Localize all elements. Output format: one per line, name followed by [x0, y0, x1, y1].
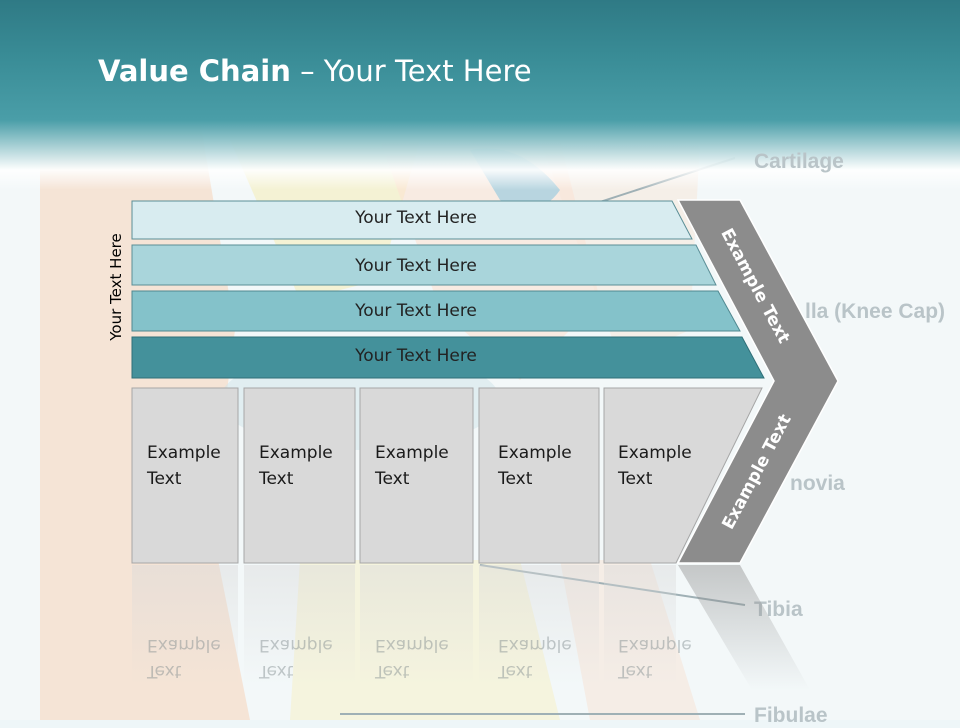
card-1-line1: Example [147, 443, 221, 463]
card-5-reflection [604, 565, 676, 685]
title-bold: Value Chain [98, 54, 291, 88]
bg-label-knee-cap: lla (Knee Cap) [805, 300, 946, 323]
card-5-reflection-text: Text Example [618, 632, 692, 684]
card-5-refl-line2: Text [618, 661, 653, 681]
card-3-line1: Example [375, 443, 449, 463]
bg-label-cartilage: Cartilage [754, 150, 844, 173]
card-5-line2: Text [618, 469, 653, 489]
card-1-reflection-text: Text Example [147, 632, 221, 684]
bar-4-text: Your Text Here [355, 346, 477, 366]
card-2-refl-line1: Example [259, 635, 333, 655]
card-3-line2: Text [375, 469, 410, 489]
card-4-refl-line2: Text [498, 661, 533, 681]
card-2-reflection [244, 565, 355, 685]
bar-1 [131, 200, 693, 240]
card-5 [603, 387, 763, 564]
card-3-reflection-text: Text Example [375, 632, 449, 684]
card-5-line1: Example [618, 443, 692, 463]
card-2-reflection-text: Text Example [259, 632, 333, 684]
card-4-line1: Example [498, 443, 572, 463]
chevron-shape [676, 199, 839, 564]
card-1-refl-line1: Example [147, 635, 221, 655]
card-2-line1: Example [259, 443, 333, 463]
card-5-refl-line1: Example [618, 635, 692, 655]
bar-4 [131, 336, 765, 379]
card-1-line2: Text [147, 469, 182, 489]
bg-label-synovia: novia [790, 472, 845, 495]
card-4 [478, 387, 600, 564]
card-4-reflection [479, 565, 599, 685]
card-4-refl-line1: Example [498, 635, 572, 655]
bar-2 [131, 244, 717, 286]
title-rest: – Your Text Here [290, 54, 532, 88]
card-3-refl-line1: Example [375, 635, 449, 655]
card-3-refl-line2: Text [375, 661, 410, 681]
card-3 [359, 387, 474, 564]
vertical-label: Your Text Here [107, 233, 125, 341]
card-4-line2: Text [498, 469, 533, 489]
bar-2-text: Your Text Here [355, 256, 477, 276]
card-1-refl-line2: Text [147, 661, 182, 681]
card-1 [131, 387, 239, 564]
chevron-reflection [678, 565, 810, 690]
card-1-reflection [132, 565, 238, 685]
card-2-line2: Text [259, 469, 294, 489]
slide-header [0, 0, 960, 190]
card-4-reflection-text: Text Example [498, 632, 572, 684]
card-3-reflection [360, 565, 473, 685]
card-2 [243, 387, 356, 564]
bar-1-text: Your Text Here [355, 208, 477, 228]
bar-3 [131, 290, 741, 332]
bar-3-text: Your Text Here [355, 301, 477, 321]
slide-title: Value Chain – Your Text Here [98, 54, 532, 88]
card-2-refl-line2: Text [259, 661, 294, 681]
